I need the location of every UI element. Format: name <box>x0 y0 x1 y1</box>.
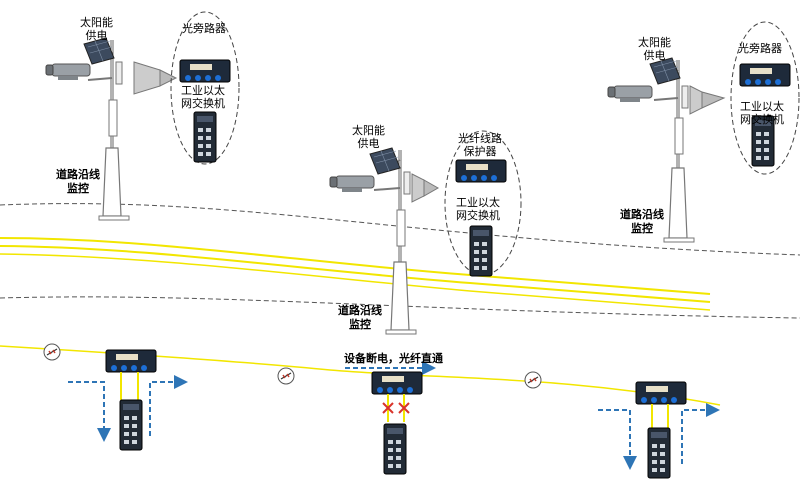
switch-label-1: 工业以太网交换机 <box>181 84 225 110</box>
splice-icon <box>524 371 542 389</box>
fiber-road-2 <box>0 245 711 303</box>
road-label-1: 道路沿线监控 <box>56 168 100 195</box>
solar-label-3: 太阳能供电 <box>638 36 671 62</box>
bypass-device-icon-1 <box>179 59 231 83</box>
pole-site-1 <box>45 37 178 221</box>
fault-x-icon <box>398 402 410 414</box>
bypass-device-icon-3 <box>739 63 791 87</box>
device-label-1: 光旁路器 <box>182 22 226 35</box>
switch-label-2: 工业以太网交换机 <box>456 196 500 222</box>
pole-site-2 <box>329 147 440 335</box>
callout-3 <box>730 21 800 175</box>
protector-device-icon-2 <box>455 159 507 183</box>
bottom-node-1 <box>68 349 188 451</box>
road-edge-lower <box>0 296 800 319</box>
splice-icon <box>43 343 61 361</box>
fiber-road-1 <box>0 237 711 295</box>
camera-icon <box>45 63 91 81</box>
device-label-3: 光旁路器 <box>738 42 782 55</box>
bottom-node-2 <box>345 361 436 475</box>
solar-label-2: 太阳能供电 <box>352 124 385 150</box>
camera-icon <box>329 175 375 193</box>
solar-panel-icon <box>369 147 401 175</box>
device-label-2: 光纤线路保护器 <box>458 132 502 158</box>
bottom-node-3 <box>598 381 720 479</box>
failover-label: 设备断电，光纤直通 <box>344 352 443 365</box>
camera-icon <box>607 85 653 103</box>
splice-icon <box>277 367 295 385</box>
pole-site-3 <box>607 57 726 243</box>
switch-icon-1 <box>193 111 217 163</box>
solar-label-1: 太阳能供电 <box>80 16 113 42</box>
road-label-3: 道路沿线监控 <box>620 208 664 235</box>
switch-icon-2 <box>469 225 493 277</box>
road-label-2: 道路沿线监控 <box>338 304 382 331</box>
fault-x-icon <box>382 402 394 414</box>
switch-label-3: 工业以太网交换机 <box>740 100 784 126</box>
fiber-road-3 <box>0 253 711 311</box>
road-edge-upper <box>0 203 800 256</box>
callout-1 <box>170 11 240 165</box>
